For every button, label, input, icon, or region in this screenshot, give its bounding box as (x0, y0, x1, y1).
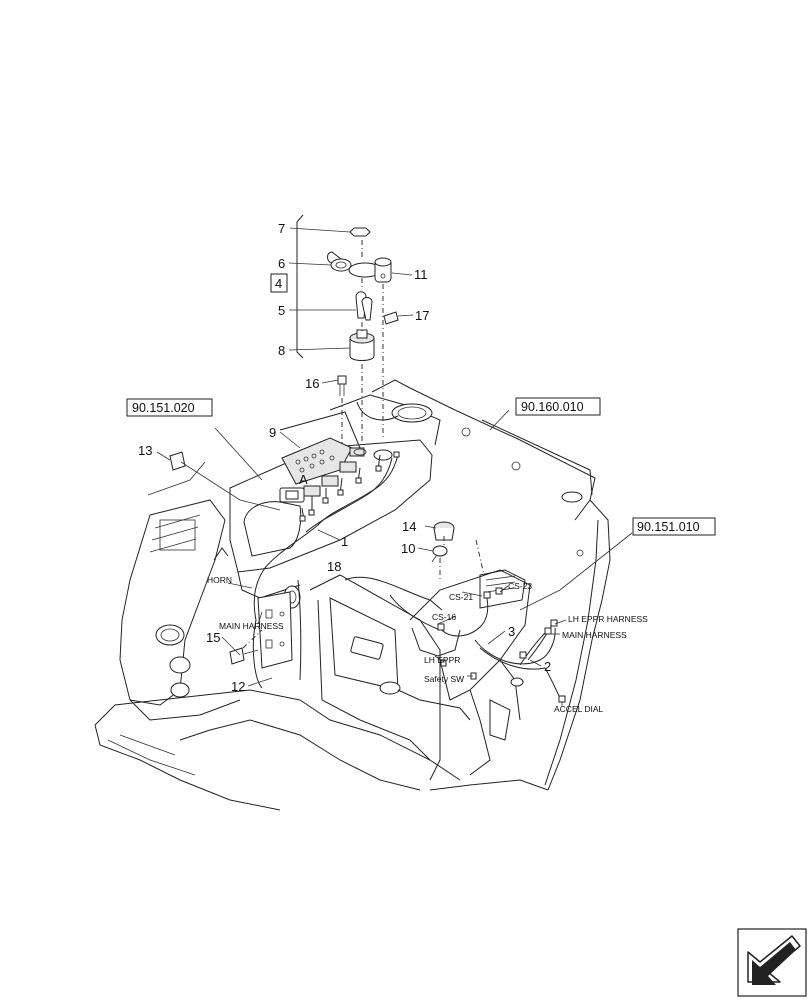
label-main-harness-left: MAIN HARNESS (219, 621, 284, 631)
callout-3: 3 (508, 624, 515, 639)
callout-15: 15 (206, 630, 220, 645)
callout-14: 14 (402, 519, 416, 534)
label-accel-dial: ACCEL DIAL (554, 704, 604, 714)
callout-16: 16 (305, 376, 319, 391)
callout-A: A (299, 472, 308, 487)
label-lh-eppr-harness: LH EPPR HARNESS (568, 614, 648, 624)
arrow-icon[interactable] (737, 928, 807, 997)
callout-9: 9 (269, 425, 276, 440)
label-main-harness-right: MAIN HARNESS (562, 630, 627, 640)
leader-lines (156, 227, 633, 706)
callout-6: 6 (278, 256, 285, 271)
connector-labels: HORN MAIN HARNESS CS-21 CS-23 CS-16 LH E… (207, 575, 648, 714)
ref-box-90-151-010 (632, 517, 716, 536)
callout-1: 1 (341, 534, 348, 549)
callouts: 7 6 11 4 5 17 8 16 9 13 A 1 14 10 18 3 1… (138, 221, 551, 694)
callout-18: 18 (327, 559, 341, 574)
callout-4: 4 (275, 276, 282, 291)
callout-10: 10 (401, 541, 415, 556)
callout-2: 2 (544, 659, 551, 674)
callout-13: 13 (138, 443, 152, 458)
callout-8: 8 (278, 343, 285, 358)
cab-body (94, 379, 611, 811)
ref-box-90-151-020 (126, 398, 213, 417)
ref-90-151-010: 90.151.010 (637, 520, 700, 534)
callout-11: 11 (414, 267, 428, 282)
label-lh-eppr: LH EPPR (424, 655, 460, 665)
label-cs-23: CS-23 (508, 581, 532, 591)
label-horn: HORN (207, 575, 232, 585)
ref-box-90-160-010 (515, 397, 601, 416)
label-cs-16: CS-16 (432, 612, 456, 622)
reference-boxes: 90.151.020 90.160.010 90.151.010 (126, 397, 716, 536)
label-safety-sw: Safety SW (424, 674, 464, 684)
ref-90-160-010: 90.160.010 (521, 400, 584, 414)
callout-5: 5 (278, 303, 285, 318)
key-switch-assembly (242, 214, 485, 649)
ref-90-151-020: 90.151.020 (132, 401, 195, 415)
callout-17: 17 (415, 308, 429, 323)
callout-12: 12 (231, 679, 245, 694)
callout-7: 7 (278, 221, 285, 236)
wire-harness (252, 451, 566, 703)
label-cs-21: CS-21 (449, 592, 473, 602)
callout-4-box (270, 273, 288, 293)
